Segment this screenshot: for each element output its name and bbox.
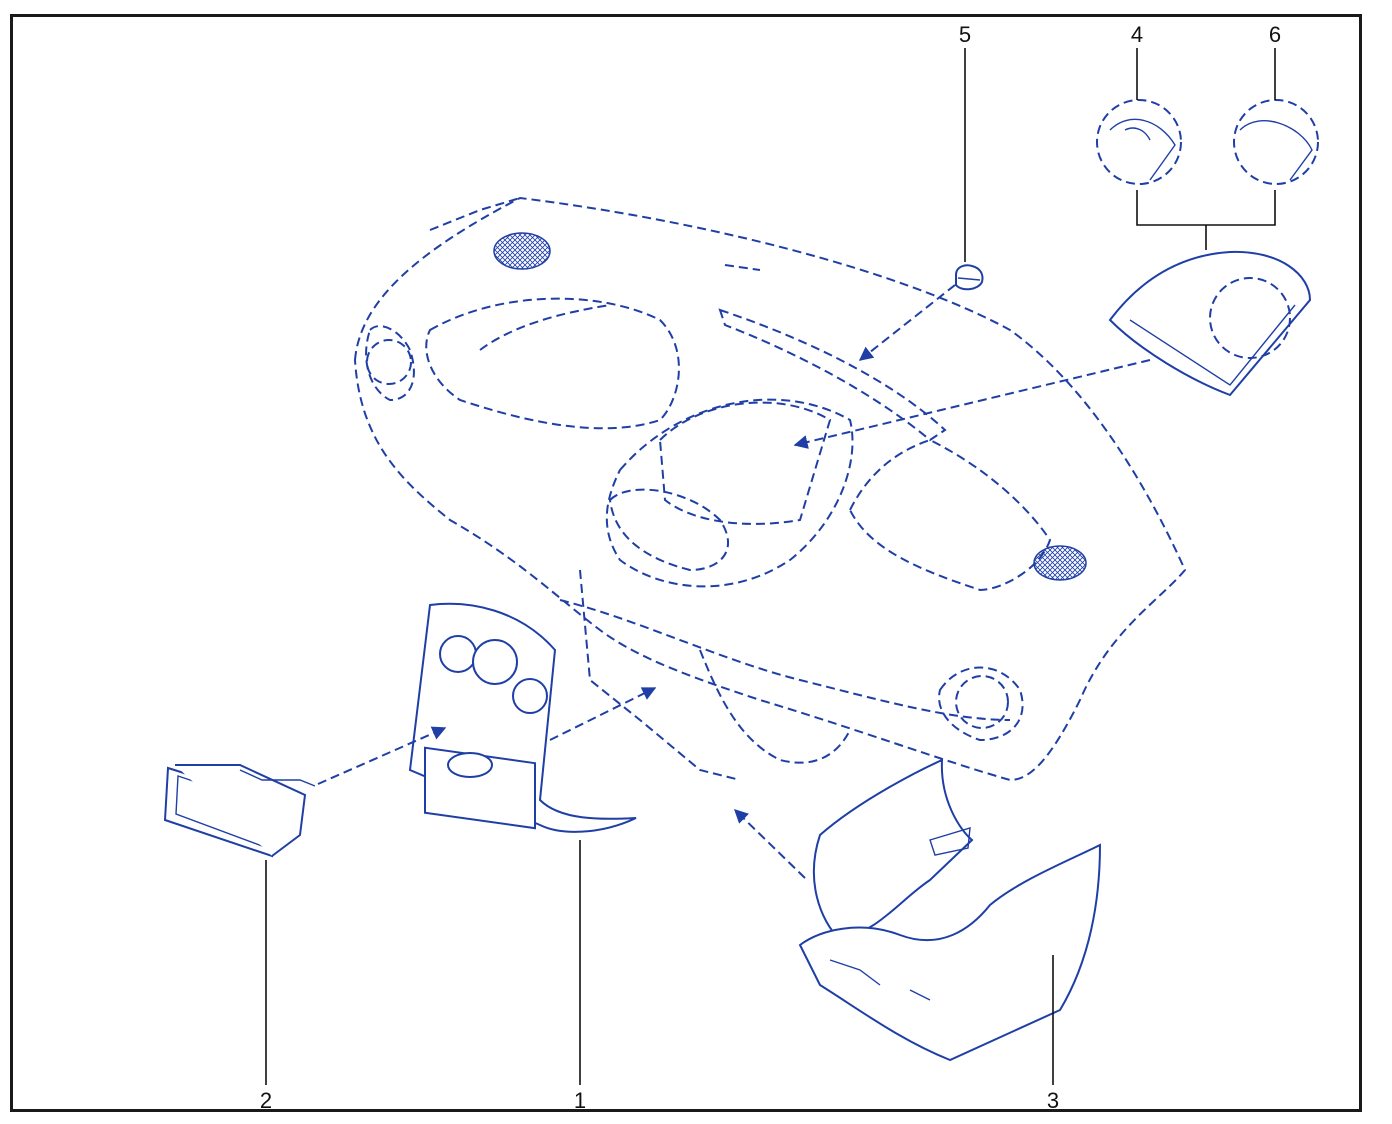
part-5-plug [955, 264, 984, 291]
callout-6: 6 [1269, 22, 1281, 47]
callout-2: 2 [260, 1088, 272, 1113]
part-2-pocket [163, 764, 316, 858]
callout-4: 4 [1131, 22, 1143, 47]
callout-5: 5 [959, 22, 971, 47]
assembly-arrows [317, 284, 1151, 879]
part-1-center-fascia [408, 602, 637, 833]
diagram-frame [10, 14, 1362, 1112]
part-4-6-cover [1096, 99, 1319, 397]
callout-1: 1 [574, 1088, 586, 1113]
leader-lines [265, 48, 1276, 1085]
part-3-lower-panel [798, 758, 1102, 1062]
callout-3: 3 [1047, 1088, 1059, 1113]
instrument-panel [353, 196, 1187, 782]
